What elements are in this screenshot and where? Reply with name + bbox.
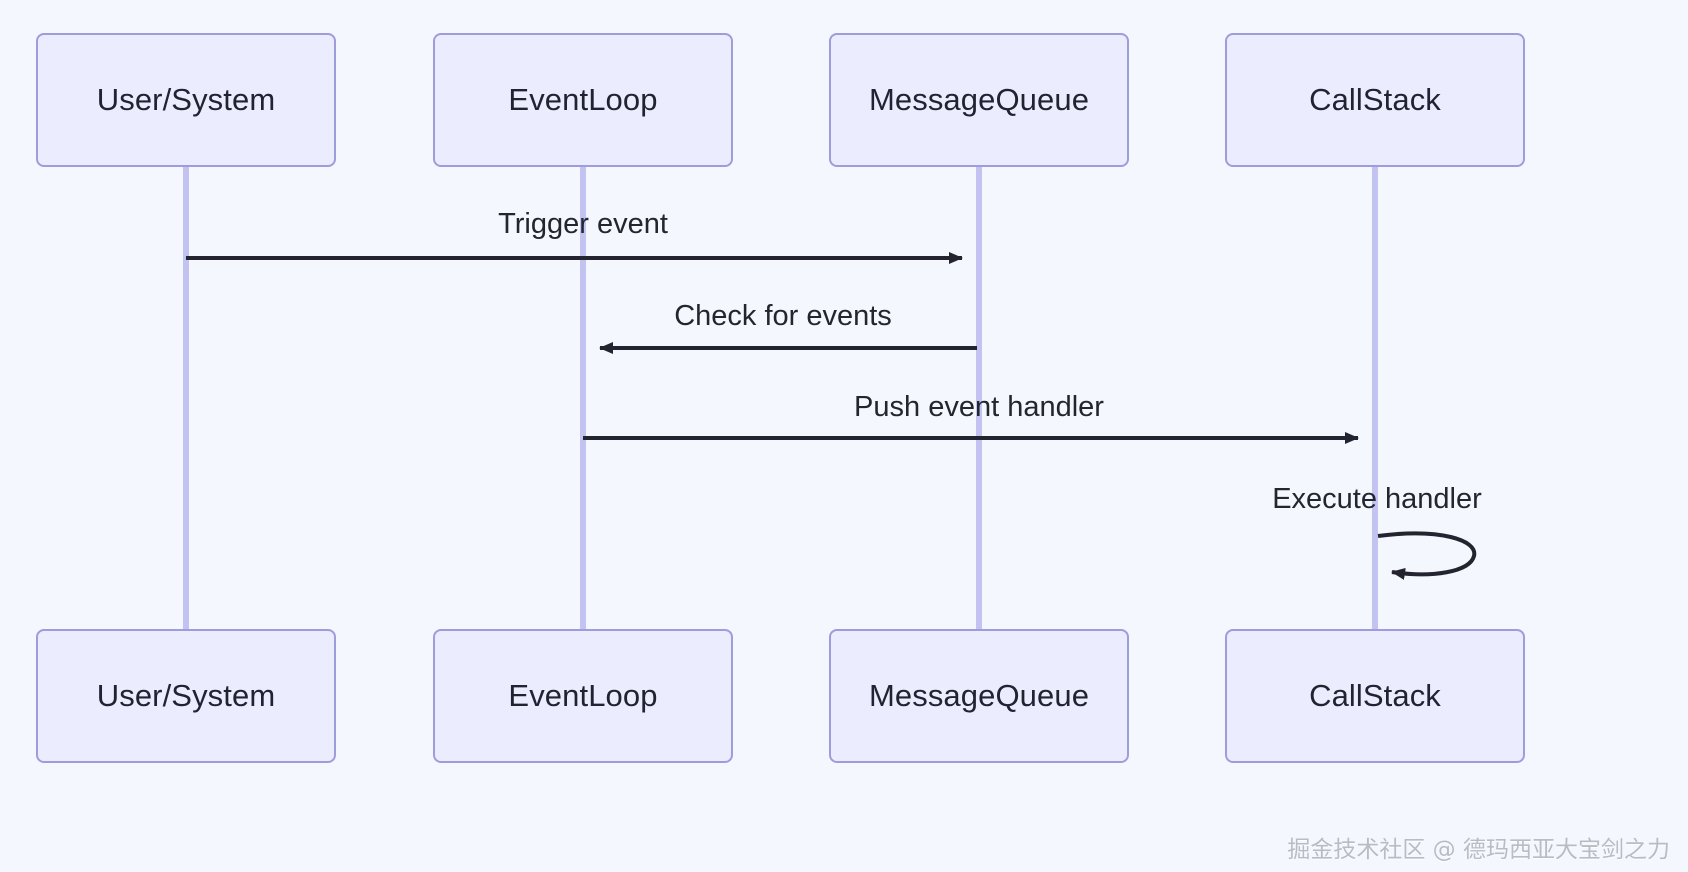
actor-box-bottom-callstack[interactable]: CallStack: [1225, 629, 1525, 763]
message-label-trigger-event: Trigger event: [498, 208, 668, 240]
actor-label-eventloop-top: EventLoop: [508, 82, 658, 117]
actor-label-callstack-bottom: CallStack: [1309, 678, 1441, 713]
actor-label-messagequeue-bottom: MessageQueue: [868, 678, 1090, 713]
actor-box-top-callstack[interactable]: CallStack: [1225, 33, 1525, 167]
actor-box-top-messagequeue[interactable]: MessageQueue: [829, 33, 1129, 167]
actor-label-eventloop-bottom: EventLoop: [508, 678, 658, 713]
message-arrows: [186, 252, 1477, 580]
actor-box-bottom-user[interactable]: User/System: [36, 629, 336, 763]
watermark-text: 掘金技术社区 @ 德玛西亚大宝剑之力: [1287, 837, 1670, 863]
actor-box-bottom-eventloop[interactable]: EventLoop: [433, 629, 733, 763]
actor-label-user-bottom: User/System: [96, 678, 276, 713]
actor-label-messagequeue-top: MessageQueue: [868, 82, 1090, 117]
actor-label-callstack-top: CallStack: [1309, 82, 1441, 117]
message-label-check-for-events: Check for events: [674, 300, 892, 332]
actor-box-top-user[interactable]: User/System: [36, 33, 336, 167]
message-label-push-event-handler: Push event handler: [854, 391, 1104, 423]
arrow-execute-handler-selfloop: [1377, 531, 1477, 580]
message-label-execute-handler: Execute handler: [1272, 483, 1482, 515]
actor-box-bottom-messagequeue[interactable]: MessageQueue: [829, 629, 1129, 763]
lifelines: [183, 165, 1378, 632]
actor-label-user-top: User/System: [96, 82, 276, 117]
actor-box-top-eventloop[interactable]: EventLoop: [433, 33, 733, 167]
